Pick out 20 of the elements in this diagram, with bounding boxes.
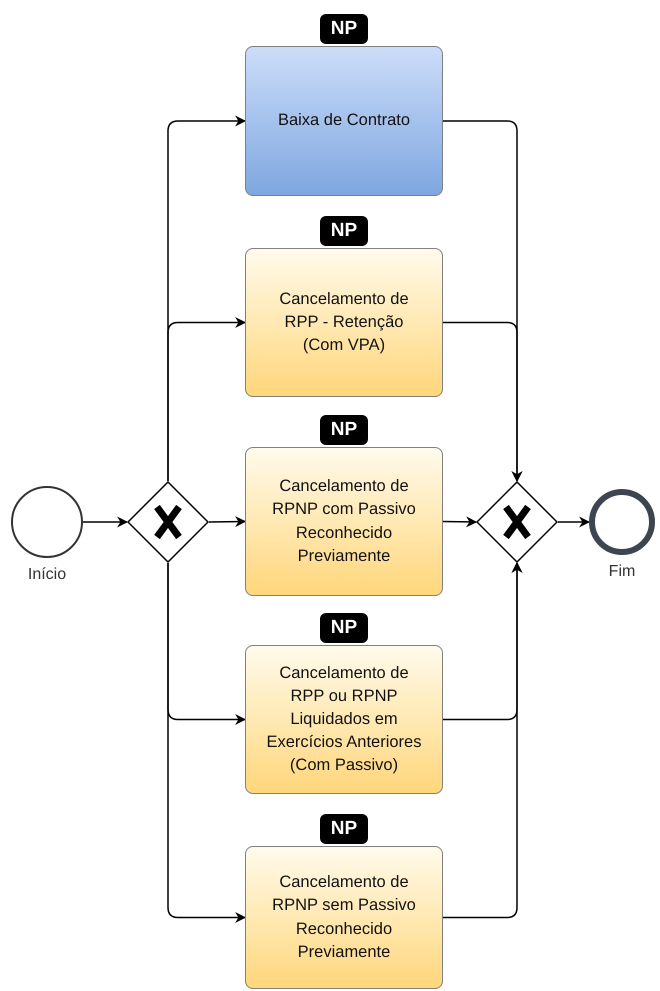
event-label: Fim <box>608 563 636 581</box>
sequence-flow-arrow <box>443 562 522 918</box>
sequence-flow-arrow <box>167 563 246 923</box>
task-box: Baixa de Contrato <box>245 46 443 196</box>
task-box: Cancelamento de RPNP sem Passivo Reconhecido Previamente <box>245 846 443 989</box>
tag-badge: NP <box>320 415 368 445</box>
sequence-flow-arrow <box>443 322 522 482</box>
tag-badge: NP <box>320 613 368 643</box>
sequence-flow-arrow <box>558 516 590 528</box>
event-label: Início <box>28 566 66 584</box>
sequence-flow-arrow <box>442 516 478 528</box>
task-box: Cancelamento de RPP ou RPNP Liquidados em Exercícios Anteriores (Com Passivo) <box>245 645 443 794</box>
tag-badge: NP <box>320 814 368 844</box>
sequence-flow-arrow <box>208 516 246 528</box>
sequence-flow-arrow <box>167 317 246 481</box>
tag-badge: NP <box>320 14 368 44</box>
task-box: Cancelamento de RPP - Retenção (Com VPA) <box>245 248 443 397</box>
tag-badge: NP <box>320 216 368 246</box>
task-box: Cancelamento de RPNP com Passivo Reconhecido Previamente <box>245 447 443 596</box>
sequence-flow-arrow <box>83 516 128 528</box>
